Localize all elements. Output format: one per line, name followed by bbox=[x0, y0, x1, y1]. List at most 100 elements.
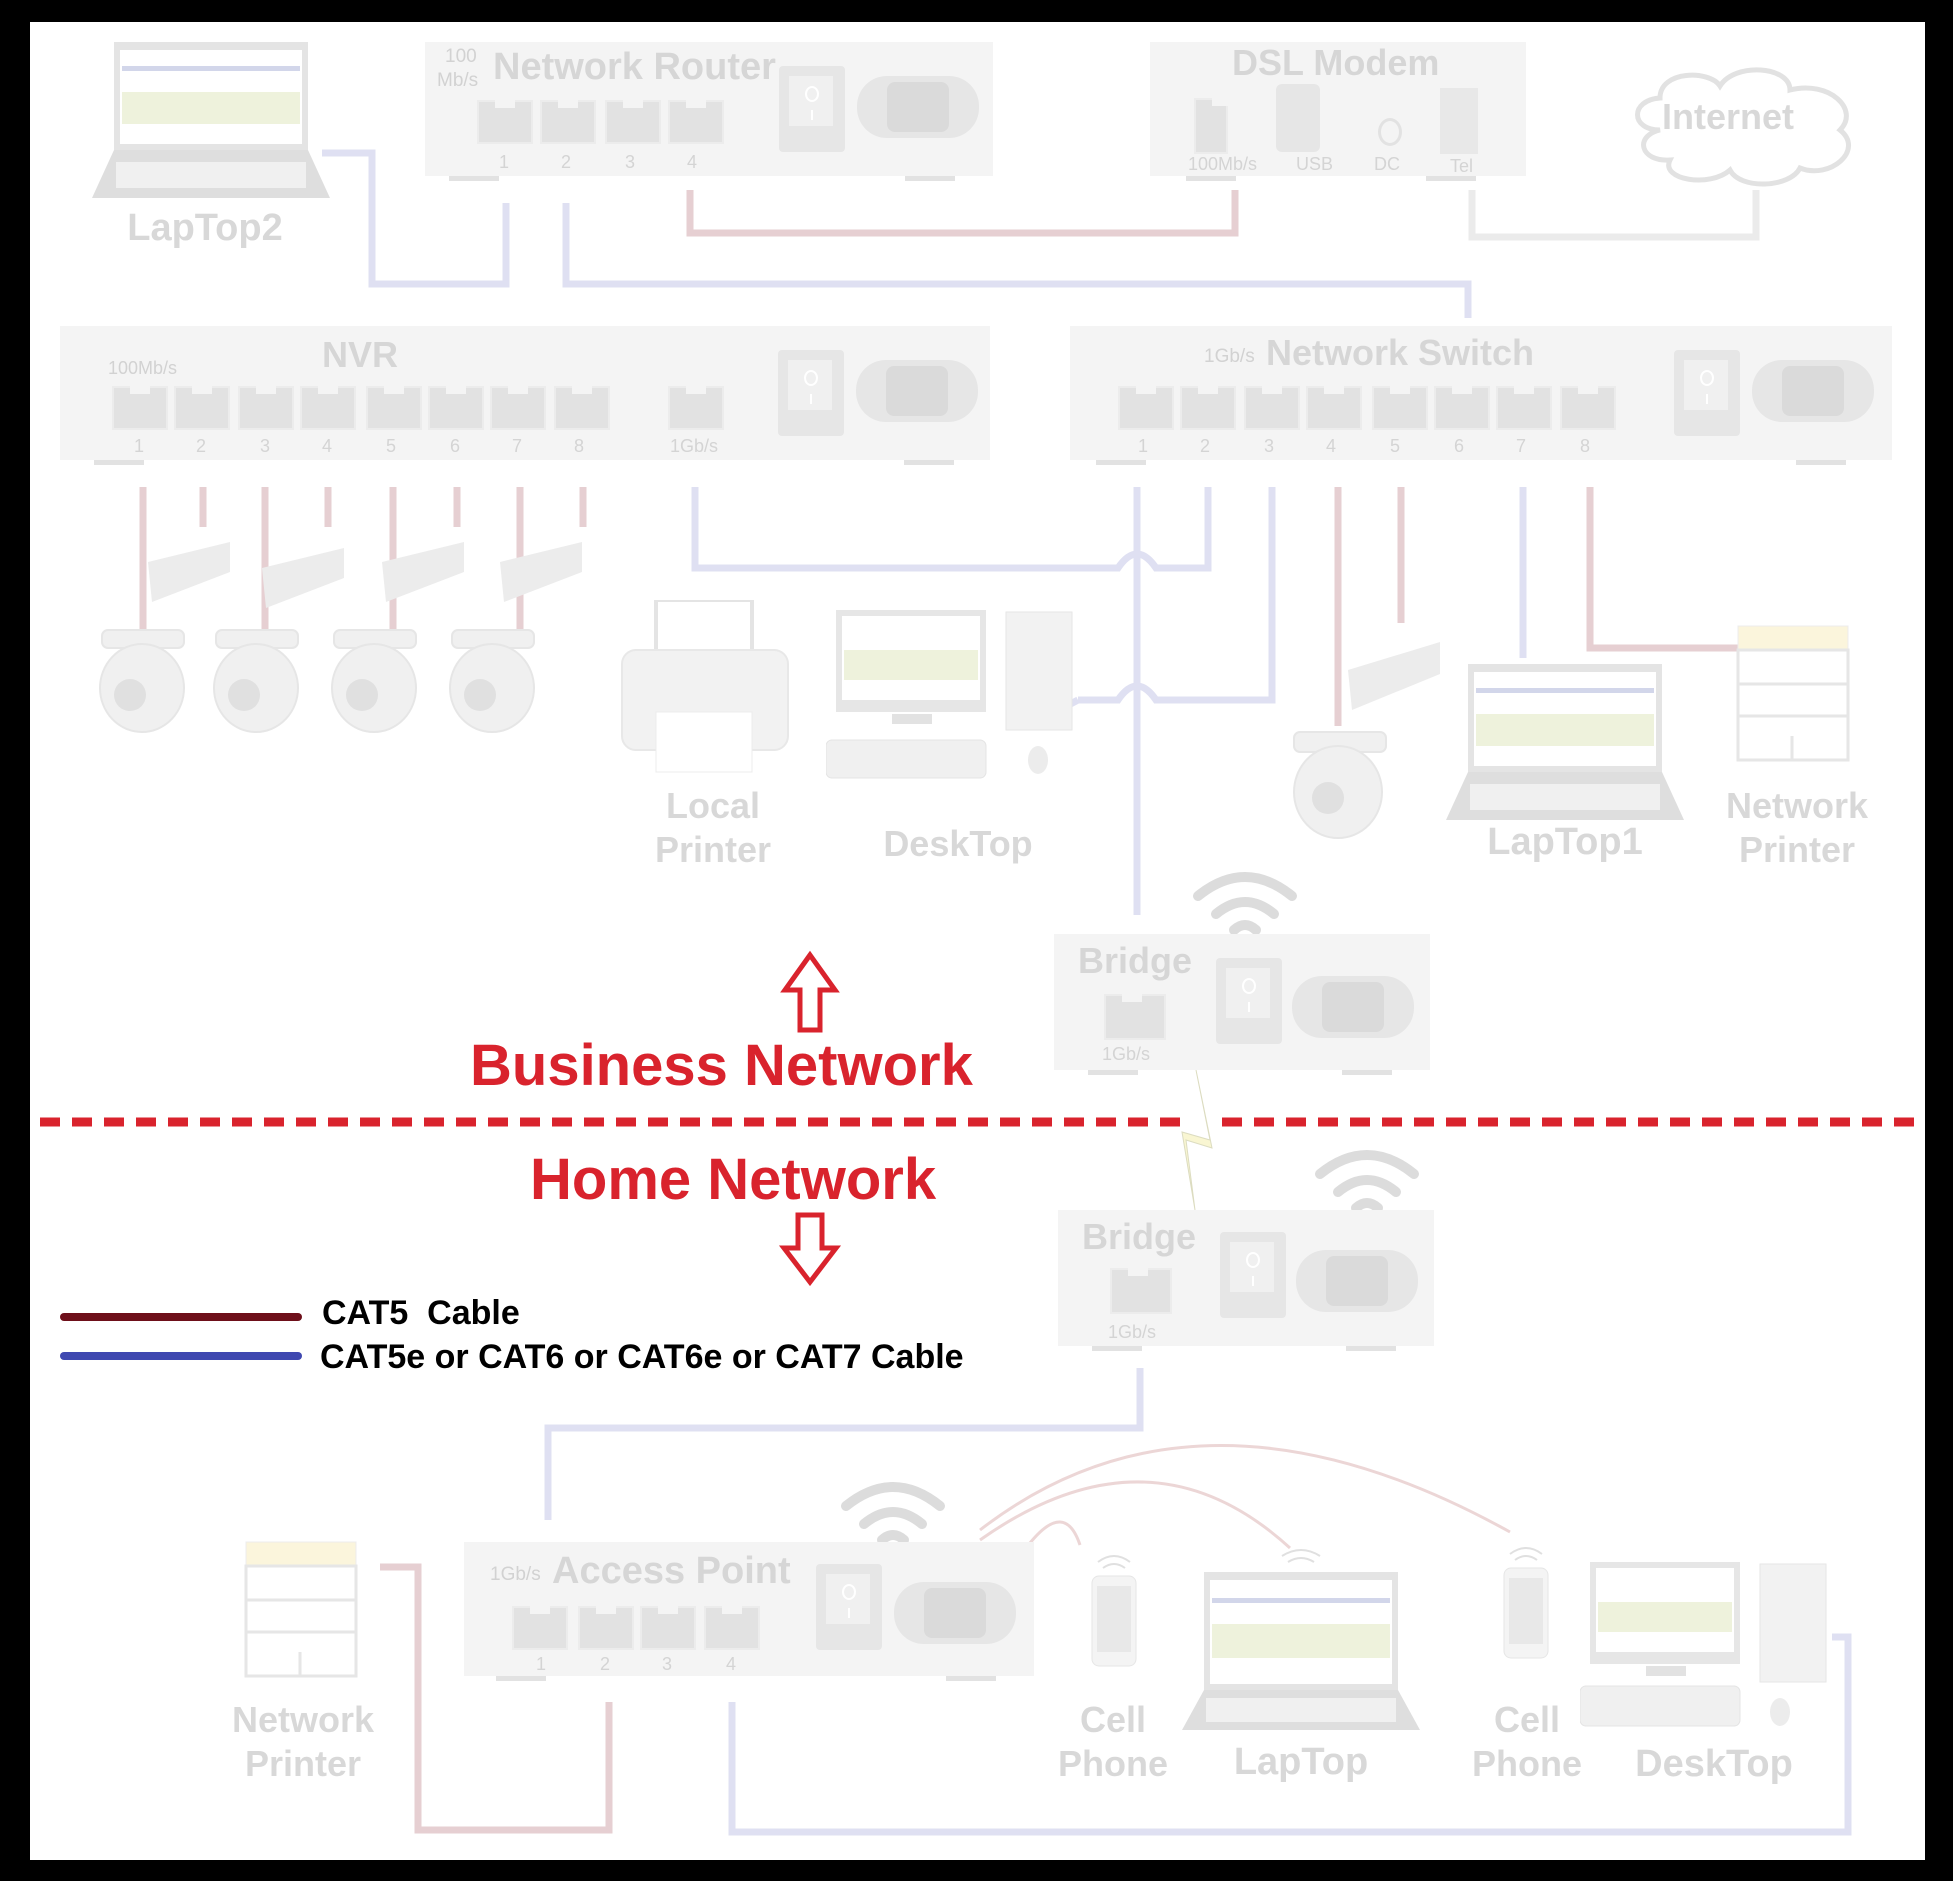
desktop-icon bbox=[1580, 1562, 1827, 1727]
cloud-icon bbox=[1635, 67, 1851, 187]
access-point-port-1[interactable] bbox=[512, 1606, 568, 1650]
home-laptop-label: LapTop bbox=[1233, 1741, 1369, 1783]
nvr-port-label: 6 bbox=[450, 436, 461, 456]
home-bridge-power-switch[interactable] bbox=[1220, 1232, 1286, 1318]
nvr-port-7[interactable] bbox=[490, 386, 546, 430]
modem-port-label: 100Mb/s bbox=[1188, 154, 1258, 174]
access-point-port-3[interactable] bbox=[640, 1606, 696, 1650]
nvr-uplink-port[interactable] bbox=[668, 386, 724, 430]
camera-lens-icon bbox=[346, 679, 378, 711]
router-foot bbox=[449, 176, 499, 181]
camera-group bbox=[99, 542, 582, 733]
legend-cat6-label: CAT5e or CAT6 or CAT6e or CAT7 Cable bbox=[320, 1338, 964, 1376]
cell-phone-2-line2: Phone bbox=[1471, 1742, 1582, 1784]
nvr-port-6[interactable] bbox=[428, 386, 484, 430]
business-network-label: Business Network bbox=[470, 1033, 973, 1098]
router-port-1[interactable] bbox=[477, 100, 533, 144]
nvr-port-4[interactable] bbox=[300, 386, 356, 430]
desktop-label: DeskTop bbox=[883, 823, 1033, 864]
nvr-foot bbox=[94, 460, 144, 465]
business-bridge-power-switch[interactable] bbox=[1216, 958, 1282, 1044]
switch-port-label: 2 bbox=[1200, 436, 1211, 456]
nvr-power-switch[interactable] bbox=[778, 350, 844, 436]
switch-power-socket-icon bbox=[1752, 360, 1874, 422]
bullet-camera-icon bbox=[500, 542, 582, 602]
laptop1-label: LapTop1 bbox=[1487, 821, 1643, 863]
network-router: 100 Mb/s Network Router 1 2 3 4 bbox=[425, 42, 993, 181]
modem-port-label: Tel bbox=[1450, 156, 1474, 176]
switch-port-3[interactable] bbox=[1244, 386, 1300, 430]
nvr-port-1[interactable] bbox=[112, 386, 168, 430]
cell-phone-1-line2: Phone bbox=[1057, 1742, 1168, 1784]
home-network-printer-line1: Network bbox=[231, 1699, 375, 1740]
access-point-port-2[interactable] bbox=[578, 1606, 634, 1650]
nvr-speed: 100Mb/s bbox=[108, 358, 178, 378]
local-printer-line1: Local bbox=[665, 785, 761, 826]
laptop-icon bbox=[1182, 1549, 1420, 1730]
access-point-port-4[interactable] bbox=[704, 1606, 760, 1650]
cable-switch-netprinter bbox=[1586, 487, 1742, 652]
cell-phone-2-label: Cell Phone bbox=[1452, 1700, 1602, 1783]
bridge-foot bbox=[1342, 1070, 1392, 1075]
switch-port-7[interactable] bbox=[1496, 386, 1552, 430]
router-port-4[interactable] bbox=[668, 100, 724, 144]
bridge-foot bbox=[1092, 1346, 1142, 1351]
nvr-port-2[interactable] bbox=[174, 386, 230, 430]
access-point-power-socket-icon bbox=[894, 1582, 1016, 1644]
home-bridge-title: Bridge bbox=[1082, 1216, 1197, 1257]
switch-power-switch[interactable] bbox=[1674, 350, 1740, 436]
router-speed-top: 100 bbox=[445, 46, 477, 67]
cell-phone-icon bbox=[1503, 1547, 1549, 1659]
internet-cloud: Internet bbox=[1620, 60, 1870, 190]
access-point: 1Gb/s Access Point 1 2 3 4 bbox=[464, 1542, 1034, 1681]
nvr-port-8[interactable] bbox=[554, 386, 610, 430]
switch-port-label: 7 bbox=[1516, 436, 1527, 456]
modem-foot bbox=[1426, 176, 1476, 181]
cable-nvr-switch bbox=[691, 487, 1212, 572]
camera-lens-icon bbox=[464, 679, 496, 711]
bridge-foot bbox=[1088, 1070, 1138, 1075]
laptop2-label: LapTop2 bbox=[127, 207, 283, 249]
access-point-title: Access Point bbox=[552, 1550, 791, 1592]
nvr-port-5[interactable] bbox=[366, 386, 422, 430]
access-point-port-label: 4 bbox=[726, 1654, 737, 1674]
nvr-port-label: 8 bbox=[574, 436, 585, 456]
switch-port-8[interactable] bbox=[1560, 386, 1616, 430]
modem-ethernet-port[interactable] bbox=[1194, 98, 1232, 154]
switch-port-1[interactable] bbox=[1118, 386, 1174, 430]
router-speed-bottom: Mb/s bbox=[437, 70, 479, 91]
nvr-foot bbox=[904, 460, 954, 465]
home-bridge-port-label: 1Gb/s bbox=[1108, 1322, 1157, 1342]
router-port-label: 2 bbox=[561, 152, 572, 172]
cell-phone-2-line1: Cell bbox=[1493, 1699, 1561, 1740]
switch-port-5[interactable] bbox=[1372, 386, 1428, 430]
switch-title: Network Switch bbox=[1266, 332, 1535, 373]
modem-tel-port-icon bbox=[1440, 88, 1478, 154]
bullet-camera-icon bbox=[262, 548, 344, 608]
nvr-port-3[interactable] bbox=[238, 386, 294, 430]
switch-port-2[interactable] bbox=[1180, 386, 1236, 430]
modem-port-label: DC bbox=[1374, 154, 1400, 174]
nvr-port-label: 7 bbox=[512, 436, 523, 456]
access-point-power-switch[interactable] bbox=[816, 1564, 882, 1650]
router-port-3[interactable] bbox=[605, 100, 661, 144]
home-bridge-port[interactable] bbox=[1110, 1268, 1172, 1314]
business-bridge-port[interactable] bbox=[1104, 994, 1166, 1040]
switch-port-4[interactable] bbox=[1306, 386, 1362, 430]
nvr-port-label: 5 bbox=[386, 436, 397, 456]
router-power-switch[interactable] bbox=[779, 66, 845, 152]
cable-bridge-ap bbox=[544, 1368, 1144, 1520]
router-port-2[interactable] bbox=[540, 100, 596, 144]
bullet-camera-icon bbox=[1348, 642, 1440, 710]
switch-port-6[interactable] bbox=[1434, 386, 1490, 430]
wireless-bridge-bolt-icon bbox=[1181, 1069, 1213, 1211]
dome-camera-icon bbox=[331, 629, 417, 733]
home-desktop-label: DeskTop bbox=[1635, 1743, 1793, 1785]
wifi-signal-icon bbox=[841, 1482, 945, 1544]
internet-label: Internet bbox=[1662, 96, 1795, 137]
cable-router-modem bbox=[686, 190, 1239, 237]
dome-camera-icon bbox=[1293, 731, 1387, 839]
cell-phone-icon bbox=[1091, 1555, 1137, 1667]
dome-camera-icon bbox=[99, 629, 185, 733]
dsl-modem: DSL Modem 100Mb/s USB DC Tel bbox=[1150, 42, 1526, 181]
